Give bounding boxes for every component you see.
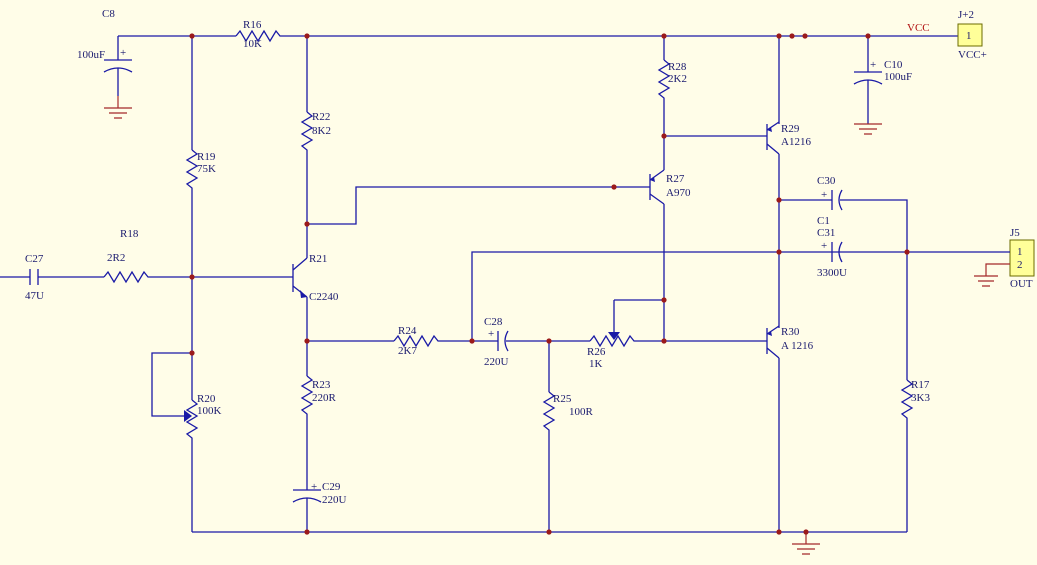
junction-dots [189,33,910,535]
r28-designator: R28 [668,61,687,73]
c27-designator: C27 [25,253,44,265]
r29-designator: R29 [781,123,800,135]
c8-value: 100uF [77,49,105,61]
capacitor-c8 [103,36,133,119]
c8-polarity: + [120,47,126,59]
j5-pin2: 2 [1017,259,1023,271]
connector-j5 [960,239,1035,287]
capacitor-c10 [853,36,883,135]
feedback-row [307,251,960,352]
r22-designator: R22 [312,111,330,123]
input-stage [0,269,293,285]
r20-value: 100K [197,405,222,417]
r25-designator: R25 [553,393,572,405]
c31-designator: C31 [817,227,835,239]
c29-polarity: + [311,481,317,493]
r17-value: 3K3 [911,392,930,404]
c29-value: 220U [322,494,347,506]
r29-value: A1216 [781,136,811,148]
r21-designator: R21 [309,253,327,265]
r27-designator: R27 [666,173,685,185]
r25-branch [542,341,556,532]
r30-designator: R30 [781,326,800,338]
c10-value: 100uF [884,71,912,83]
r25-value: 100R [569,406,594,418]
c28-designator: C28 [484,316,503,328]
connector-j2 [957,23,983,47]
c28-value: 220U [484,356,509,368]
c10-polarity: + [870,59,876,71]
c1-designator: C1 [817,215,830,227]
j2-pin: 1 [966,30,972,42]
r20-designator: R20 [197,393,216,405]
r23-designator: R23 [312,379,331,391]
j5-designator: J5 [1010,227,1020,239]
r19-designator: R19 [197,151,216,163]
r23-value: 220R [312,392,337,404]
r24-designator: R24 [398,325,417,337]
r30-value: A 1216 [781,340,814,352]
c27-value: 47U [25,290,44,302]
c30-polarity: + [821,189,827,201]
r26-designator: R26 [587,346,606,358]
top-rail [118,29,958,43]
c8-designator: C8 [102,8,115,20]
j2-net: VCC+ [958,49,987,61]
j5-output-label: OUT [1010,278,1033,290]
r26-value: 1K [589,358,603,370]
j5-pin1: 1 [1017,246,1023,258]
output-column [766,36,914,532]
r18-value: 2R2 [107,252,125,264]
vcc-net-label: VCC [907,22,930,34]
c10-designator: C10 [884,59,903,71]
r22-value: 8K2 [312,125,331,137]
ground-rail [192,531,907,555]
c30-designator: C30 [817,175,836,187]
r18-designator: R18 [120,228,139,240]
r28-value: 2K2 [668,73,687,85]
r21-value: C2240 [309,291,339,303]
c31-polarity: + [821,240,827,252]
r16-value: 10K [243,38,262,50]
c28-polarity: + [488,328,494,340]
r27-column [614,36,767,341]
j2-designator: J+2 [958,9,974,21]
r16-designator: R16 [243,19,262,31]
r17-designator: R17 [911,379,930,391]
c29-designator: C29 [322,481,341,493]
r24-value: 2K7 [398,345,417,357]
r19-value: 75K [197,163,216,175]
r21-column [292,36,614,532]
r27-value: A970 [666,187,691,199]
r19-branch [151,36,199,532]
c31-value: 3300U [817,267,847,279]
